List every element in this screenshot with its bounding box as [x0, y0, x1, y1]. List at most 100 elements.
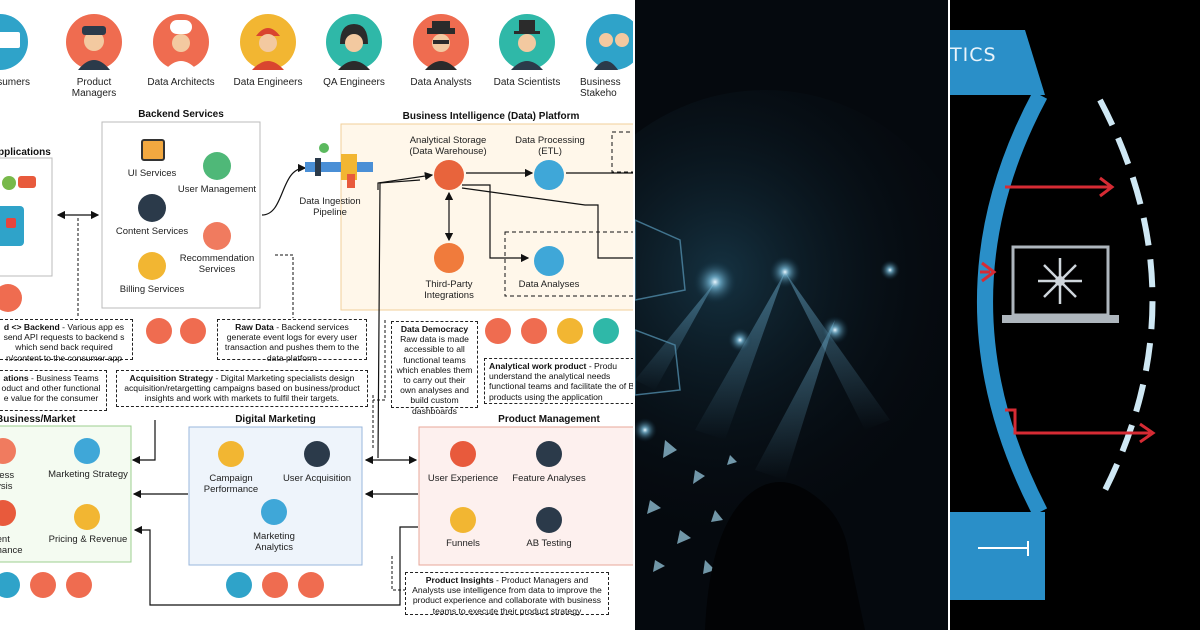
funnel-icon [450, 507, 476, 533]
light-2 [769, 256, 801, 288]
persona-label-data-analysts: Data Analysts [410, 77, 472, 88]
digital-avatar-1 [226, 572, 252, 598]
ingestion-label: Data Ingestion Pipeline [299, 196, 361, 218]
screen-icon [0, 32, 20, 48]
business-title: Business/Market [0, 414, 76, 425]
ui-services-label: UI Services [127, 168, 177, 179]
recommendation-icon [203, 222, 231, 250]
data-ecosystem-diagram: sumers Product Managers Data Architects … [0, 14, 633, 616]
content-performance-icon [0, 500, 16, 526]
top-hat-icon [499, 14, 555, 70]
chat-icon [2, 176, 16, 190]
persona-avatar-data-scientists [499, 14, 555, 70]
applications-note: ations - Business Teams oduct and other … [0, 370, 107, 411]
database-icon [434, 160, 464, 190]
third-party-icon [434, 243, 464, 273]
laptop-icon [1002, 245, 1119, 323]
backend-frame [101, 121, 261, 309]
diagram-connectors [0, 121, 633, 606]
persona-label-qa-engineers: QA Engineers [323, 77, 385, 88]
funnels-label: Funnels [446, 538, 480, 549]
flow-arrows [980, 176, 1156, 444]
persona-label-data-scientists: Data Scientists [493, 77, 561, 88]
digital-avatar-2 [262, 572, 288, 598]
analytical-work-note: Analytical work product - Produ understa… [484, 358, 633, 404]
persona-avatar-business-stakeholders [586, 14, 633, 70]
persona-avatar-data-architects [153, 14, 209, 70]
persona-label-data-architects: Data Architects [147, 77, 215, 88]
campaign-performance-label: Campaign Performance [203, 473, 259, 495]
user-management-icon [203, 152, 231, 180]
bottom-avatar-3 [66, 572, 92, 598]
ui-services-icon [141, 139, 165, 161]
business-analysis-icon [0, 438, 16, 464]
backend-title: Backend Services [138, 109, 224, 120]
marketing-analytics-label: Marketing Analytics [253, 531, 295, 553]
third-party-label: Third-Party Integrations [424, 279, 474, 301]
led-screen-frames [635, 219, 686, 396]
digital-frame [188, 426, 363, 566]
product-insights-note: Product Insights - Product Managers and … [405, 572, 609, 616]
stage-lights-photo [635, 0, 948, 630]
app-persona-icon [0, 284, 22, 312]
content-services-label: Content Services [115, 226, 189, 237]
persona-label-product-managers: Product Managers [71, 77, 117, 99]
user-acquisition-label: User Acquisition [282, 473, 352, 484]
pricing-icon [74, 504, 100, 530]
bi-frame [340, 123, 633, 311]
content-services-icon [138, 194, 166, 222]
user-experience-label: User Experience [427, 473, 499, 484]
analyses-subbox [504, 231, 633, 297]
etl-icon [534, 160, 564, 190]
engineer-icon [240, 14, 296, 70]
product-manager-icon [66, 14, 122, 70]
panel-divider [633, 0, 635, 630]
user-experience-icon [450, 441, 476, 467]
ab-testing-label: AB Testing [526, 538, 572, 549]
pricing-revenue-label: Pricing & Revenue [48, 534, 128, 545]
data-processing-label: Data Processing (ETL) [515, 135, 585, 157]
marketing-strategy-icon [74, 438, 100, 464]
bottom-avatar-2 [30, 572, 56, 598]
app-backend-note: d <> Backend - Various app es send API r… [0, 319, 133, 363]
group-icon [586, 14, 633, 70]
pipe-icon [305, 143, 373, 188]
persona-label-business-stakeholders: Business Stakeho [580, 77, 621, 99]
acquisition-icon [304, 441, 330, 467]
bottom-banner [950, 512, 1045, 600]
digital-marketing-title: Digital Marketing [235, 414, 316, 425]
data-analyses-label: Data Analyses [518, 279, 580, 290]
marketing-analytics-icon [261, 499, 287, 525]
bottom-avatar-1 [0, 572, 20, 598]
user-management-label: User Management [177, 184, 257, 195]
dashed-arc [1097, 98, 1156, 502]
product-management-title: Product Management [498, 414, 600, 425]
headset-icon [326, 14, 382, 70]
billing-services-label: Billing Services [119, 284, 185, 295]
persona-avatar-data-engineers [240, 14, 296, 70]
campaign-icon [218, 441, 244, 467]
chef-mini-icon [180, 318, 206, 344]
feature-analyses-icon [536, 441, 562, 467]
persona-label-consumers: sumers [0, 77, 30, 88]
mini-avatar-4 [593, 318, 619, 344]
video-icon [6, 218, 16, 228]
mini-avatar-1 [485, 318, 511, 344]
light-5 [880, 260, 900, 280]
chef-icon [153, 14, 209, 70]
product-manager-mini-icon [146, 318, 172, 344]
blue-arc [977, 91, 1048, 516]
persona-avatar-product-managers [66, 14, 122, 70]
billing-icon [138, 252, 166, 280]
light-3 [821, 316, 849, 344]
title-banner [950, 30, 1045, 95]
raw-data-note: Raw Data - Backend services generate eve… [217, 319, 367, 363]
analyses-icon [534, 246, 564, 276]
panel-divider-2 [948, 0, 950, 630]
analytics-graphic: TICS [950, 0, 1200, 630]
persona-label-data-engineers: Data Engineers [233, 77, 303, 88]
ab-testing-icon [536, 507, 562, 533]
persona-avatar-qa-engineers [326, 14, 382, 70]
mini-avatar-3 [557, 318, 583, 344]
